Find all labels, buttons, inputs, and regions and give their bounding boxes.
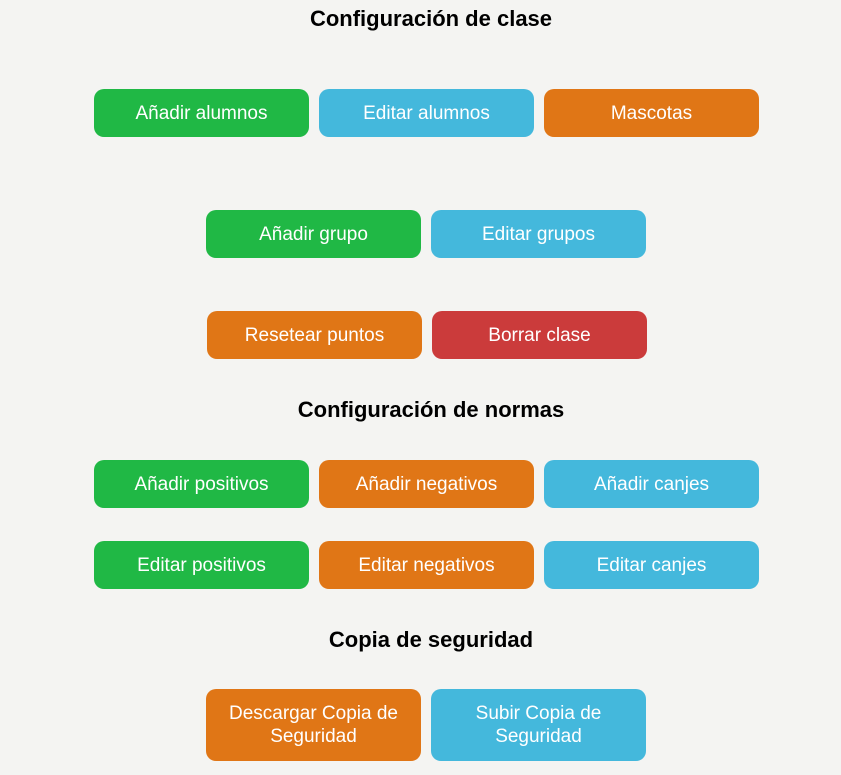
pets-button[interactable]: Mascotas — [544, 89, 759, 137]
class-config-heading: Configuración de clase — [309, 6, 553, 31]
backup-heading: Copia de seguridad — [328, 627, 534, 652]
edit-negatives-button[interactable]: Editar negativos — [319, 541, 534, 589]
delete-class-button[interactable]: Borrar clase — [432, 311, 647, 359]
add-students-button[interactable]: Añadir alumnos — [94, 89, 309, 137]
rules-config-heading: Configuración de normas — [297, 397, 565, 422]
edit-positives-button[interactable]: Editar positivos — [94, 541, 309, 589]
download-backup-button[interactable]: Descargar Copia de Seguridad — [206, 689, 421, 761]
edit-groups-button[interactable]: Editar grupos — [431, 210, 646, 258]
edit-rewards-button[interactable]: Editar canjes — [544, 541, 759, 589]
add-positives-button[interactable]: Añadir positivos — [94, 460, 309, 508]
edit-students-button[interactable]: Editar alumnos — [319, 89, 534, 137]
add-group-button[interactable]: Añadir grupo — [206, 210, 421, 258]
add-negatives-button[interactable]: Añadir negativos — [319, 460, 534, 508]
add-rewards-button[interactable]: Añadir canjes — [544, 460, 759, 508]
reset-points-button[interactable]: Resetear puntos — [207, 311, 422, 359]
upload-backup-button[interactable]: Subir Copia de Seguridad — [431, 689, 646, 761]
